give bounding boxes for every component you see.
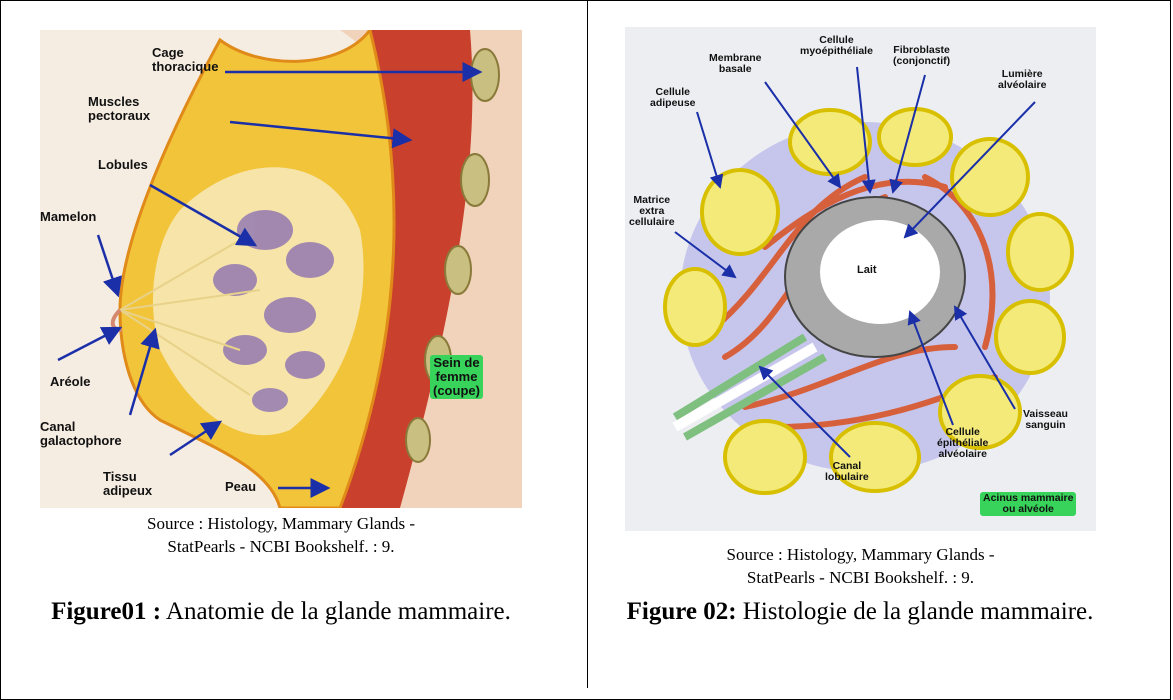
figure1-caption: Figure01 : Anatomie de la glande mammair… xyxy=(40,597,522,627)
label-peau: Peau xyxy=(225,480,256,494)
mammary-histology-illustration: Membrane basale Cellule myoépithéliale F… xyxy=(625,27,1096,531)
breast-anatomy-illustration: Cage thoracique Muscles pectoraux Lobule… xyxy=(40,30,522,508)
label-tissu-adipeux: Tissu adipeux xyxy=(103,470,152,498)
label-fibroblaste: Fibroblaste (conjonctif) xyxy=(893,45,950,67)
label-acinus-mammaire: Acinus mammaire ou alvéole xyxy=(980,492,1076,516)
label-muscles-pectoraux: Muscles pectoraux xyxy=(88,95,150,123)
label-matrice-extra-cellulaire: Matrice extra cellulaire xyxy=(629,195,675,228)
label-canal-lobulaire: Canal lobulaire xyxy=(825,461,869,483)
figure2-source: Source : Histology, Mammary Glands - Sta… xyxy=(625,543,1096,589)
figure1-source: Source : Histology, Mammary Glands - Sta… xyxy=(40,512,522,558)
label-lobules: Lobules xyxy=(98,158,148,172)
label-sein-de-femme: Sein de femme (coupe) xyxy=(430,355,483,399)
figure1-caption-label: Figure01 : xyxy=(51,598,161,625)
label-cellule-adipeuse: Cellule adipeuse xyxy=(650,87,696,109)
label-vaisseau-sanguin: Vaisseau sanguin xyxy=(1023,409,1068,431)
label-cage-thoracique: Cage thoracique xyxy=(152,46,218,74)
label-cellule-epitheliale-alveolaire: Cellule épithéliale alvéolaire xyxy=(937,427,988,460)
figure2-caption-text: Histologie de la glande mammaire. xyxy=(737,598,1094,625)
label-lumiere-alveolaire: Lumière alvéolaire xyxy=(998,69,1046,91)
label-canal-galactophore: Canal galactophore xyxy=(40,420,122,448)
label-cellule-myoepitheliale: Cellule myoépithéliale xyxy=(800,35,873,57)
label-membrane-basale: Membrane basale xyxy=(709,53,762,75)
label-mamelon: Mamelon xyxy=(40,210,96,224)
cell-divider xyxy=(587,0,588,688)
figure2-caption: Figure 02: Histologie de la glande mamma… xyxy=(610,597,1110,627)
figure1-caption-text: Anatomie de la glande mammaire. xyxy=(161,598,511,625)
figure2-caption-label: Figure 02: xyxy=(627,598,737,625)
label-areole: Aréole xyxy=(50,375,90,389)
label-lait: Lait xyxy=(857,263,877,277)
